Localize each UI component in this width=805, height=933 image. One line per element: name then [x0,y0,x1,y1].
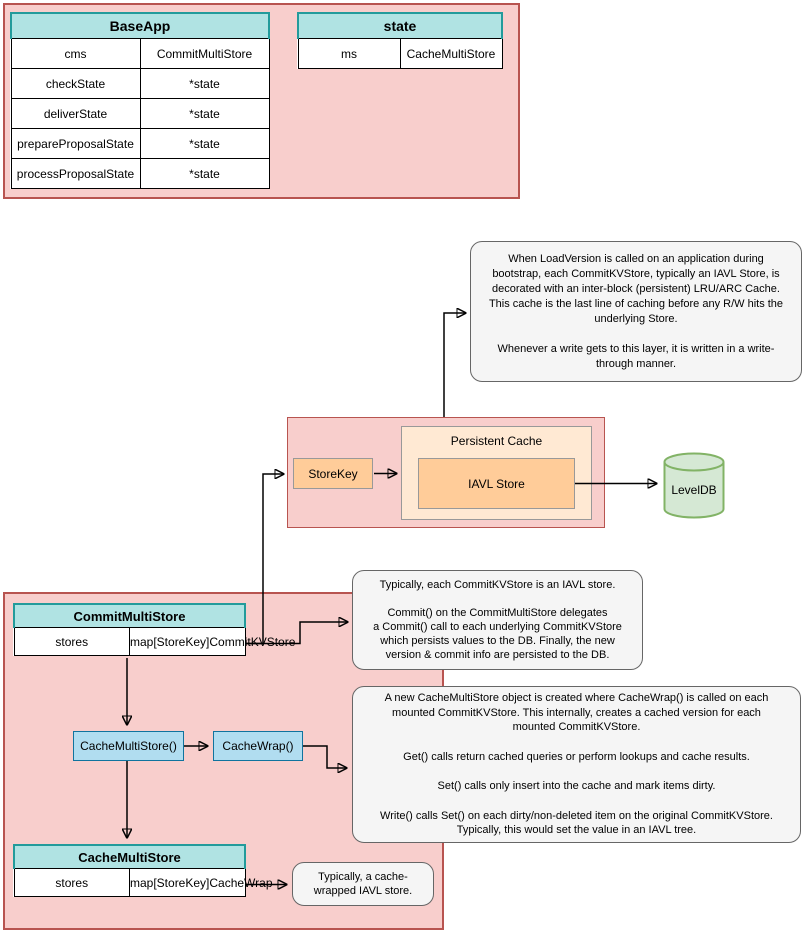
leveldb-cylinder: LevelDB [663,452,725,519]
state-table: state ms CacheMultiStore [297,12,503,69]
leveldb-label: LevelDB [671,483,717,497]
table-cell: stores [13,868,130,897]
persistent-cache-label: Persistent Cache [450,434,543,448]
cache-multi-store-table: CacheMultiStore stores map[StoreKey]Cach… [13,844,273,897]
note-cache-wrapped: Typically, a cache- wrapped IAVL store. [292,862,434,906]
table-cell: deliverState [10,98,141,129]
table-cell: processProposalState [10,158,141,189]
table-cell: CommitMultiStore [139,38,270,69]
commit-multi-store-title: CommitMultiStore [13,603,246,628]
baseapp-table-title: BaseApp [10,12,270,39]
baseapp-table: BaseApp cms CommitMultiStore checkState … [10,12,270,189]
table-cell: cms [10,38,141,69]
table-cell: *state [139,158,270,189]
note-load-version: When LoadVersion is called on an applica… [470,241,802,382]
iavl-store-box: IAVL Store [418,458,575,509]
table-cell: *state [139,128,270,159]
cache-wrap-fn-box: CacheWrap() [213,731,303,761]
table-cell: checkState [10,68,141,99]
note-commit-kv: Typically, each CommitKVStore is an IAVL… [352,570,643,670]
table-cell: map[StoreKey]CacheWrap [129,868,273,897]
table-cell: CacheMultiStore [399,38,503,69]
arrow-cache-group-to-loadversion-note [443,313,465,417]
table-cell: map[StoreKey]CommitKVStore [129,627,295,656]
database-cylinder-icon [663,452,725,519]
table-cell: stores [13,627,130,656]
table-cell: prepareProposalState [10,128,141,159]
table-cell: *state [139,68,270,99]
note-cache-wrap-detail: A new CacheMultiStore object is created … [352,686,801,843]
cache-multi-store-title: CacheMultiStore [13,844,246,869]
commit-multi-store-table: CommitMultiStore stores map[StoreKey]Com… [13,603,295,656]
cache-multi-store-fn-box: CacheMultiStore() [73,731,184,761]
table-cell: *state [139,98,270,129]
store-key-box: StoreKey [293,458,373,489]
state-table-title: state [297,12,503,39]
table-cell: ms [297,38,401,69]
